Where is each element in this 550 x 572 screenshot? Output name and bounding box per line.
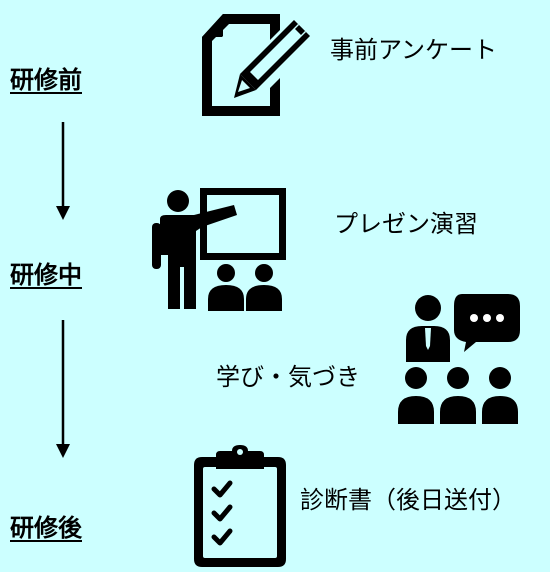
clipboard-checklist-icon [194,445,286,567]
flow-arrow-1 [56,122,70,220]
stage-label-after: 研修後 [10,514,82,542]
caption-diagnosis-report: 診断書（後日送付） [300,486,516,514]
presentation-teacher-icon [152,188,286,311]
caption-presentation-practice: プレゼン演習 [334,210,478,238]
flow-arrow-2 [56,320,70,458]
discussion-group-icon [398,294,520,424]
caption-pre-survey: 事前アンケート [330,36,498,64]
caption-learnings: 学び・気づき [216,363,360,391]
stage-label-during: 研修中 [10,261,82,289]
stage-label-before: 研修前 [10,66,82,94]
survey-pencil-icon [202,14,310,116]
